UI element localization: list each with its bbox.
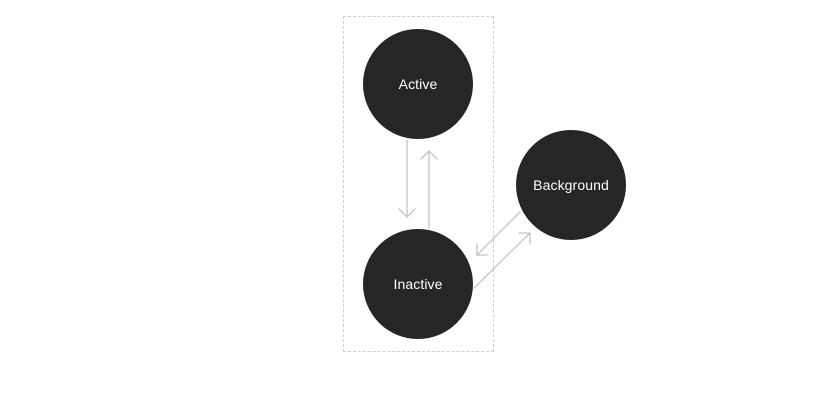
- state-node-background: Background: [516, 130, 626, 240]
- arrow-inactive-to-background: [473, 232, 531, 289]
- state-node-active: Active: [363, 29, 473, 139]
- arrow-active-to-inactive: [398, 139, 416, 218]
- arrow-inactive-to-active: [420, 150, 438, 229]
- state-label-background: Background: [533, 177, 609, 193]
- state-label-active: Active: [398, 76, 438, 92]
- state-node-inactive: Inactive: [363, 229, 473, 339]
- arrow-background-to-inactive: [476, 211, 521, 256]
- state-label-inactive: Inactive: [393, 276, 443, 292]
- foreground-group-box: [343, 16, 494, 352]
